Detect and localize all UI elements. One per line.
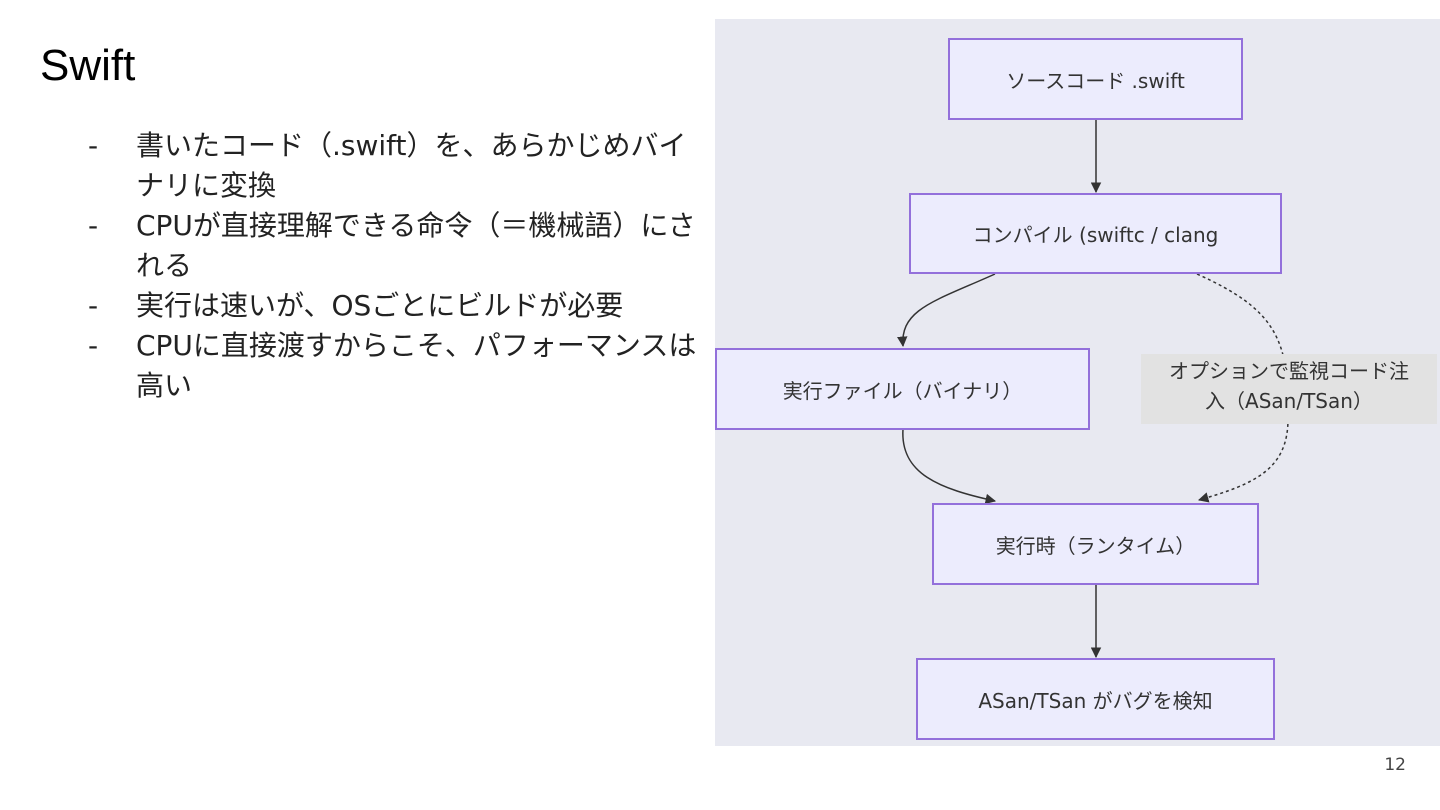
- bullet-dash: -: [88, 329, 99, 362]
- edge-binary-to-runtime: [902, 428, 997, 505]
- flowchart-panel: ソースコード .swift コンパイル (swiftc / clang 実行ファ…: [715, 19, 1440, 746]
- edge-label-line2: 入（ASan/TSan）: [1205, 389, 1373, 413]
- node-detect: ASan/TSan がバグを検知: [916, 658, 1275, 740]
- node-source-code: ソースコード .swift: [948, 38, 1243, 120]
- bullet-item: - 実行は速いが、OSごとにビルドが必要: [88, 286, 698, 326]
- node-compile: コンパイル (swiftc / clang: [909, 193, 1282, 274]
- edge-compile-to-binary: [897, 273, 996, 348]
- bullet-list: - 書いたコード（.swift）を、あらかじめバイナリに変換 - CPUが直接理…: [88, 126, 698, 406]
- node-binary: 実行ファイル（バイナリ）: [715, 348, 1090, 430]
- node-runtime-label: 実行時（ランタイム）: [995, 533, 1196, 558]
- node-compile-label: コンパイル (swiftc / clang: [972, 223, 1219, 247]
- slide-title: Swift: [40, 41, 136, 90]
- bullet-item: - CPUが直接理解できる命令（＝機械語）にされる: [88, 206, 698, 286]
- node-detect-label: ASan/TSan がバグを検知: [978, 688, 1213, 713]
- bullet-dash: -: [88, 129, 99, 162]
- edge-label-sanitizer: オプションで監視コード注 入（ASan/TSan）: [1141, 354, 1437, 424]
- bullet-item: - 書いたコード（.swift）を、あらかじめバイナリに変換: [88, 126, 698, 206]
- bullet-item: - CPUに直接渡すからこそ、パフォーマンスは高い: [88, 326, 698, 406]
- edge-label-line1: オプションで監視コード注: [1169, 359, 1409, 383]
- node-binary-label: 実行ファイル（バイナリ）: [782, 378, 1023, 403]
- bullet-text: 実行は速いが、OSごとにビルドが必要: [136, 289, 624, 322]
- bullet-text: CPUが直接理解できる命令（＝機械語）にされる: [136, 209, 696, 282]
- node-runtime: 実行時（ランタイム）: [932, 503, 1259, 585]
- bullet-dash: -: [88, 289, 99, 322]
- node-source-code-label: ソースコード .swift: [1006, 68, 1185, 93]
- page-number: 12: [1384, 755, 1406, 775]
- bullet-text: 書いたコード（.swift）を、あらかじめバイナリに変換: [136, 129, 687, 202]
- bullet-dash: -: [88, 209, 99, 242]
- bullet-text: CPUに直接渡すからこそ、パフォーマンスは高い: [136, 329, 697, 402]
